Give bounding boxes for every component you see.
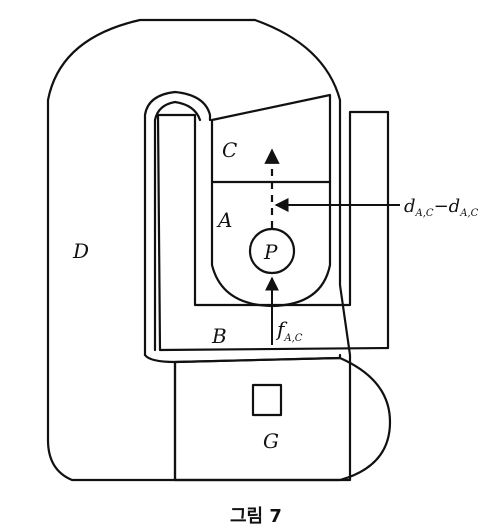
label-b: B	[211, 324, 227, 348]
f-annotation: fA,C	[275, 317, 303, 344]
region-d-outline	[46, 18, 352, 482]
label-a: A	[216, 208, 232, 232]
label-d: D	[72, 239, 89, 263]
label-c: C	[222, 138, 237, 162]
d-annotation: dA,C−dA,C	[404, 196, 479, 219]
figure-caption: 그림 7	[230, 506, 282, 527]
region-g-outline	[173, 356, 392, 482]
particle-p-circle	[248, 227, 296, 275]
container-b-outer	[156, 110, 390, 352]
tube-bottom	[143, 353, 342, 364]
inner-tube-inner	[153, 100, 202, 347]
label-g: G	[263, 429, 279, 453]
g-square	[251, 383, 283, 417]
label-p: P	[263, 240, 278, 264]
inner-tube-outline	[143, 90, 212, 357]
